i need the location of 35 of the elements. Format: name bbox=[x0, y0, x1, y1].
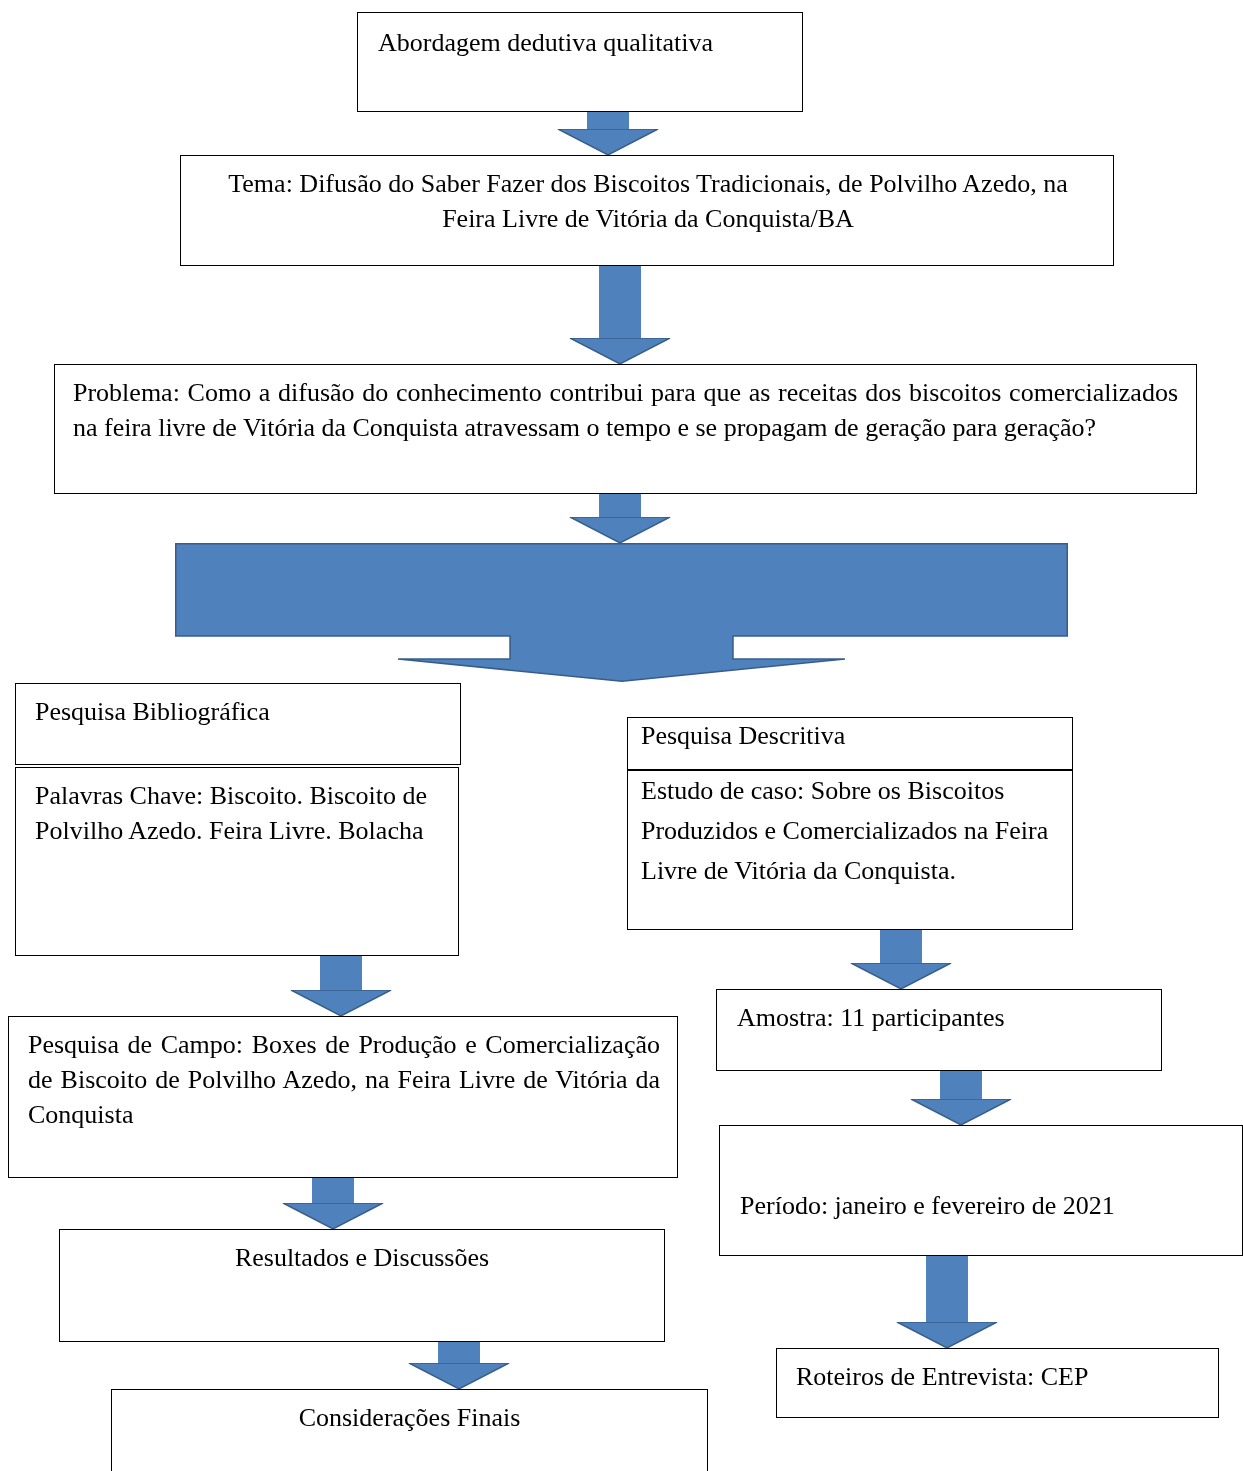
block-arrow bbox=[569, 266, 671, 365]
block-arrow bbox=[850, 930, 952, 990]
node-text: Estudo de caso: Sobre os Biscoitos Produzidos e Comercializados na Feira Livre de Vitória da Conquista. bbox=[641, 775, 1050, 887]
process-box bbox=[111, 1389, 708, 1471]
process-box bbox=[15, 683, 461, 765]
block-arrow bbox=[896, 1256, 998, 1349]
node-text: Pesquisa Descritiva bbox=[641, 720, 847, 752]
block-arrow bbox=[569, 494, 671, 544]
node-text: Período: janeiro e fevereiro de 2021 bbox=[740, 1190, 1116, 1222]
node-text: Considerações Finais bbox=[297, 1402, 522, 1434]
block-arrow bbox=[282, 1178, 384, 1230]
process-box bbox=[627, 770, 1073, 930]
node-text: Roteiros de Entrevista: CEP bbox=[796, 1361, 1090, 1393]
process-box bbox=[716, 989, 1162, 1071]
process-box bbox=[54, 364, 1197, 494]
process-box bbox=[627, 717, 1073, 770]
node-text: Pesquisa de Campo: Boxes de Produção e Comercialização de Biscoito de Polvilho Azedo, na Feira Livre de Vitória da Conquista bbox=[28, 1029, 660, 1131]
node-text: Pesquisa Bibliográfica bbox=[35, 696, 271, 728]
process-box bbox=[180, 155, 1114, 266]
node-text: Abordagem dedutiva qualitativa bbox=[378, 27, 714, 59]
node-text: Amostra: 11 participantes bbox=[737, 1002, 1006, 1034]
process-box bbox=[719, 1125, 1243, 1256]
node-text: Palavras Chave: Biscoito. Biscoito de Polvilho Azedo. Feira Livre. Bolacha bbox=[35, 780, 429, 847]
process-box bbox=[15, 767, 459, 956]
process-box bbox=[59, 1229, 665, 1342]
block-arrow bbox=[290, 956, 392, 1017]
process-box bbox=[776, 1348, 1219, 1418]
block-arrow bbox=[557, 112, 659, 156]
process-box bbox=[357, 12, 803, 112]
node-text: Problema: Como a difusão do conhecimento contribui para que as receitas dos biscoitos comercializados na feira livre de Vitória da Conquista atravessam o tempo e se propagam de geração para geração? bbox=[73, 377, 1178, 444]
node-text: Resultados e Discussões bbox=[233, 1242, 491, 1274]
process-box bbox=[8, 1016, 678, 1178]
node-text: Tema: Difusão do Saber Fazer dos Biscoitos Tradicionais, de Polvilho Azedo, na Feira Livre de Vitória da Conquista/BA bbox=[227, 168, 1069, 235]
block-arrow bbox=[910, 1071, 1012, 1126]
block-arrow bbox=[408, 1342, 510, 1390]
